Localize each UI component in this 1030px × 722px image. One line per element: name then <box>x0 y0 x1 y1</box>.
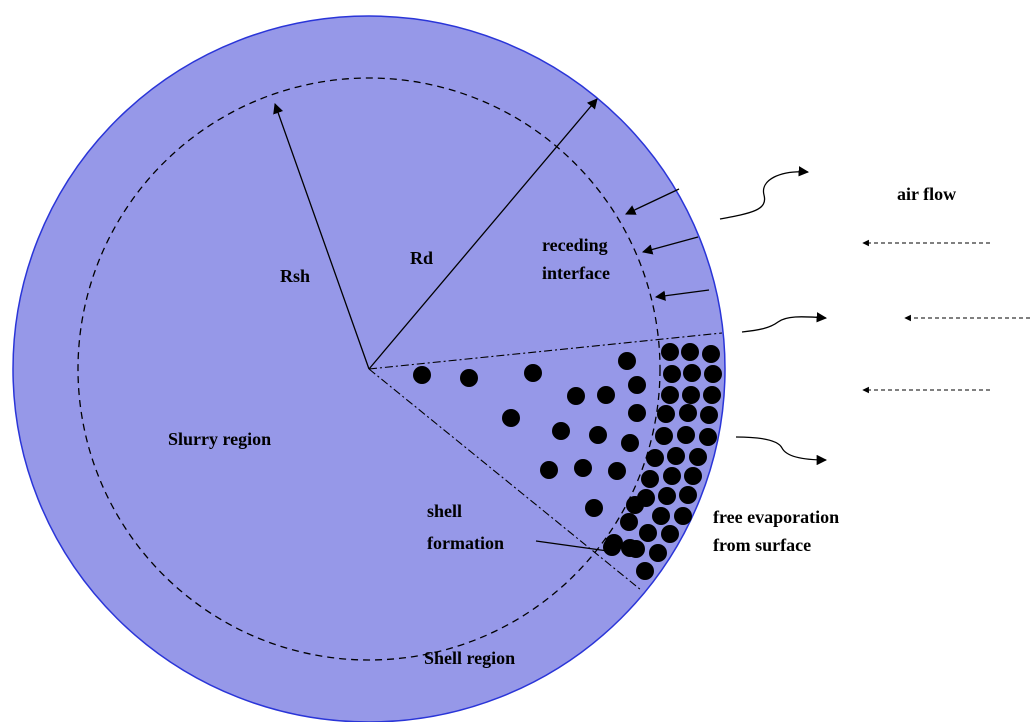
particle <box>699 428 717 446</box>
particle <box>661 343 679 361</box>
particle <box>628 376 646 394</box>
particle <box>621 539 639 557</box>
rsh-radius-arrow <box>273 103 370 370</box>
particle <box>552 422 570 440</box>
receding-arrow-3 <box>654 289 710 301</box>
particle <box>636 562 654 580</box>
particle <box>608 462 626 480</box>
particle <box>540 461 558 479</box>
rsh-label: Rsh <box>280 266 310 286</box>
particle <box>621 434 639 452</box>
particle <box>655 427 673 445</box>
receding-interface-label-line2: interface <box>542 263 610 283</box>
particle <box>628 404 646 422</box>
particle <box>652 507 670 525</box>
particle <box>618 352 636 370</box>
particle <box>585 499 603 517</box>
particle <box>683 364 701 382</box>
particle <box>502 409 520 427</box>
air-flow-label: air flow <box>897 184 956 204</box>
shell-region-label: Shell region <box>424 648 515 668</box>
particle <box>603 538 621 556</box>
particle <box>700 406 718 424</box>
receding-interface-label-line1: receding <box>542 235 608 255</box>
particle <box>679 486 697 504</box>
particle <box>689 448 707 466</box>
particle <box>658 487 676 505</box>
slurry-region-label: Slurry region <box>168 429 271 449</box>
sector-boundary-upper <box>368 332 723 370</box>
particle <box>682 386 700 404</box>
shell-formation-leader-line <box>535 540 616 553</box>
particle <box>626 496 644 514</box>
particle <box>657 405 675 423</box>
particle <box>646 449 664 467</box>
particle <box>639 524 657 542</box>
particle <box>567 387 585 405</box>
shell-formation-label-line1: shell <box>427 501 462 521</box>
particle <box>684 467 702 485</box>
particle <box>620 513 638 531</box>
receding-interface-circle <box>77 77 661 661</box>
particle <box>674 507 692 525</box>
slurry-particles <box>413 352 646 517</box>
receding-arrow-1 <box>625 188 680 215</box>
particle <box>704 365 722 383</box>
shell-formation-label-line2: formation <box>427 533 504 553</box>
particle <box>663 467 681 485</box>
particle <box>649 544 667 562</box>
airflow-curve-arrow-3 <box>735 436 828 466</box>
rd-label: Rd <box>410 248 433 268</box>
rd-radius-arrow <box>368 98 598 370</box>
particle <box>460 369 478 387</box>
free-evaporation-label-line1: free evaporation <box>713 507 839 527</box>
particle <box>703 386 721 404</box>
receding-arrow-2 <box>641 236 699 255</box>
particle <box>677 426 695 444</box>
sector-boundary-lower <box>368 368 642 591</box>
particle <box>681 343 699 361</box>
free-evaporation-label-line2: from surface <box>713 535 811 555</box>
particle <box>524 364 542 382</box>
particle <box>667 447 685 465</box>
shell-particles <box>603 343 722 580</box>
particle <box>661 525 679 543</box>
particle <box>413 366 431 384</box>
airflow-curve-arrow-2 <box>741 312 828 333</box>
particle <box>574 459 592 477</box>
particle <box>589 426 607 444</box>
particle <box>663 365 681 383</box>
particle <box>661 386 679 404</box>
particle <box>641 470 659 488</box>
airflow-curve-arrow-1 <box>719 166 810 220</box>
particle <box>702 345 720 363</box>
particle <box>597 386 615 404</box>
particle <box>679 404 697 422</box>
